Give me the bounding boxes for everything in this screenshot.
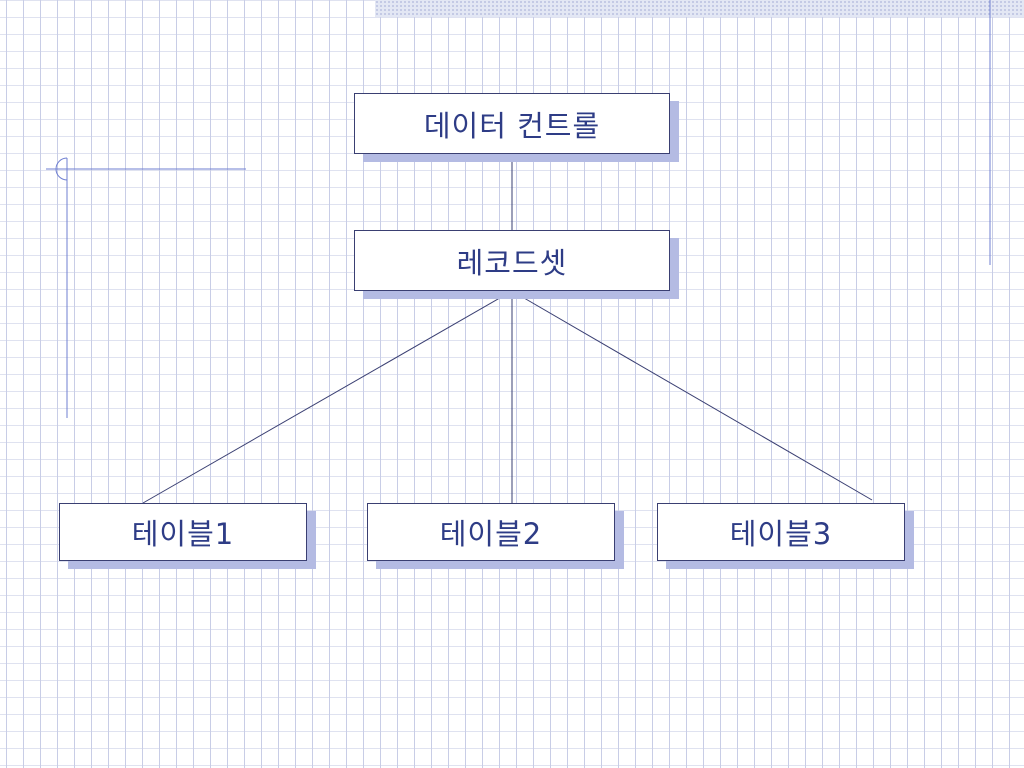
connector-recordset-table1 <box>142 290 513 504</box>
node-table-1-label: 테이블1 <box>131 517 235 551</box>
node-table-1: 테이블1 <box>59 503 307 561</box>
node-table-2-label: 테이블2 <box>439 517 543 551</box>
header-band <box>375 0 1024 17</box>
node-table-2: 테이블2 <box>367 503 615 561</box>
node-recordset: 레코드셋 <box>354 230 670 291</box>
node-table-3-label: 테이블3 <box>729 517 833 551</box>
node-recordset-label: 레코드셋 <box>456 245 568 280</box>
node-data-control-label: 데이터 컨트롤 <box>423 108 601 143</box>
connector-recordset-table3 <box>511 290 873 501</box>
node-data-control: 데이터 컨트롤 <box>354 93 670 154</box>
node-table-3: 테이블3 <box>657 503 905 561</box>
deco-corner-arc <box>55 157 68 181</box>
